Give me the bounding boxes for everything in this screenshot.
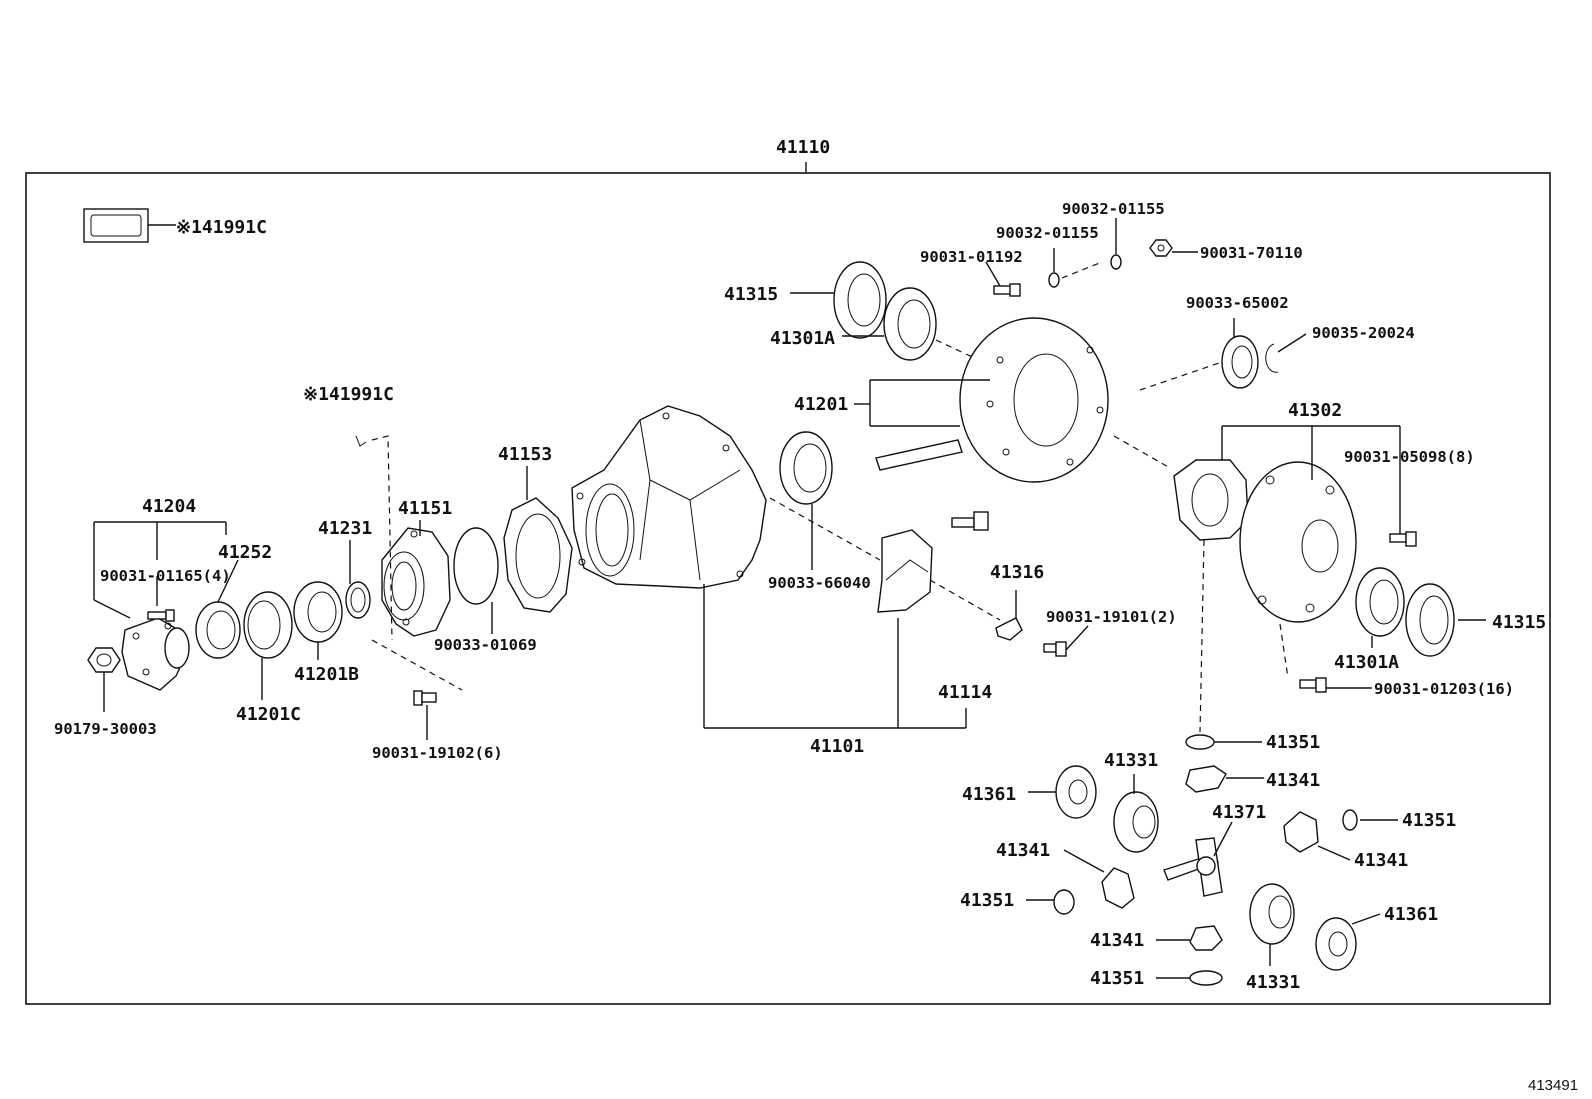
- label-41341-a[interactable]: 41341: [1266, 770, 1320, 791]
- label-41341-d[interactable]: 41341: [1090, 930, 1144, 951]
- part-41315-adjusting-nut-right[interactable]: [1405, 583, 1486, 657]
- label-41153[interactable]: 41153: [498, 444, 552, 465]
- label-90033-65002[interactable]: 90033-65002: [1186, 294, 1289, 312]
- part-41351-thrust-washer-d[interactable]: [1156, 970, 1223, 986]
- assembly-frame: 41110: [25, 137, 1551, 1005]
- part-41361-thrust-washer-left[interactable]: [1028, 765, 1097, 819]
- part-41991c-marker[interactable]: [355, 435, 393, 641]
- part-41351-thrust-washer-c[interactable]: [1026, 889, 1075, 915]
- label-41252[interactable]: 41252: [218, 542, 272, 563]
- part-90179-30003-nut[interactable]: [87, 647, 121, 712]
- label-90031-01165[interactable]: 90031-01165(4): [100, 567, 231, 585]
- label-90031-01192[interactable]: 90031-01192: [920, 248, 1023, 266]
- label-90031-70110[interactable]: 90031-70110: [1200, 244, 1303, 262]
- part-41351-thrust-washer-b[interactable]: [1342, 809, 1398, 831]
- part-41331-side-gear-right[interactable]: [1249, 883, 1295, 966]
- dash-case-to-gears: [1199, 539, 1205, 733]
- part-41252-seal[interactable]: [195, 601, 241, 659]
- part-90032-01155-washer-b[interactable]: [1110, 218, 1122, 270]
- label-90035-20024[interactable]: 90035-20024: [1312, 324, 1415, 342]
- part-41301a-bearing-top[interactable]: [842, 287, 1001, 371]
- label-41101[interactable]: 41101: [810, 736, 864, 757]
- part-41331-side-gear-left[interactable]: [1113, 774, 1159, 853]
- part-41201-ring-gear-and-pinion[interactable]: [875, 317, 1109, 483]
- label-41991c-mid[interactable]: ※141991C: [303, 384, 394, 405]
- label-41341-c[interactable]: 41341: [996, 840, 1050, 861]
- part-41153-gasket[interactable]: [503, 466, 573, 613]
- label-41371[interactable]: 41371: [1212, 802, 1266, 823]
- label-90031-05098[interactable]: 90031-05098(8): [1344, 448, 1475, 466]
- part-90031-70110-nut[interactable]: [1149, 239, 1198, 257]
- label-41361-b[interactable]: 41361: [1384, 904, 1438, 925]
- bracket-41201: [854, 379, 990, 427]
- label-90179-30003[interactable]: 90179-30003: [54, 720, 157, 738]
- label-90031-19102[interactable]: 90031-19102(6): [372, 744, 503, 762]
- label-90031-01203[interactable]: 90031-01203(16): [1374, 680, 1514, 698]
- label-41331-b[interactable]: 41331: [1246, 972, 1300, 993]
- label-41361-a[interactable]: 41361: [962, 784, 1016, 805]
- part-41341-pinion-gear-d[interactable]: [1156, 925, 1223, 951]
- label-41204[interactable]: 41204: [142, 496, 196, 517]
- bracket-41204: [93, 521, 239, 619]
- part-41341-pinion-gear-b[interactable]: [1283, 811, 1351, 861]
- label-41301a-top[interactable]: 41301A: [770, 328, 835, 349]
- part-41315-adjusting-nut-top[interactable]: [790, 261, 887, 339]
- label-90033-66040[interactable]: 90033-66040: [768, 574, 871, 592]
- part-41341-pinion-gear-a[interactable]: [1185, 765, 1264, 793]
- label-41341-b[interactable]: 41341: [1354, 850, 1408, 871]
- part-41351-thrust-washer-a[interactable]: [1185, 734, 1262, 750]
- label-41991c-top[interactable]: ※141991C: [176, 217, 267, 238]
- label-41201[interactable]: 41201: [794, 394, 848, 415]
- label-41351-b[interactable]: 41351: [1402, 810, 1456, 831]
- label-41301a-right[interactable]: 41301A: [1334, 652, 1399, 673]
- label-41315-top[interactable]: 41315: [724, 284, 778, 305]
- label-41316[interactable]: 41316: [990, 562, 1044, 583]
- part-41991c-kit-icon[interactable]: [83, 208, 176, 243]
- part-90033-65002-bearing[interactable]: [1139, 318, 1259, 391]
- part-41114-bearing-cap[interactable]: [877, 511, 1001, 621]
- part-41231-spacer[interactable]: [345, 540, 371, 619]
- part-41204-companion-flange[interactable]: [121, 617, 190, 691]
- label-41151[interactable]: 41151: [398, 498, 452, 519]
- part-41151-bearing-retainer[interactable]: [381, 520, 451, 637]
- label-90032-01155-a[interactable]: 90032-01155: [996, 224, 1099, 242]
- label-41201c[interactable]: 41201C: [236, 704, 301, 725]
- label-41231[interactable]: 41231: [318, 518, 372, 539]
- label-41351-c[interactable]: 41351: [960, 890, 1014, 911]
- part-90031-01203-bolt[interactable]: [1279, 623, 1372, 693]
- part-90035-20024-snap-ring[interactable]: [1265, 333, 1307, 373]
- label-41302[interactable]: 41302: [1288, 400, 1342, 421]
- label-41331-a[interactable]: 41331: [1104, 750, 1158, 771]
- part-90031-19102-bolt[interactable]: [371, 639, 463, 740]
- label-41351-a[interactable]: 41351: [1266, 732, 1320, 753]
- part-41301a-bearing-right[interactable]: [1355, 567, 1405, 648]
- assembly-label[interactable]: 41110: [776, 137, 830, 158]
- label-41315-right[interactable]: 41315: [1492, 612, 1546, 633]
- part-41302-differential-case[interactable]: [1113, 435, 1357, 623]
- part-41201c-bearing[interactable]: [243, 591, 293, 700]
- part-90031-01192-bolt[interactable]: [985, 261, 1021, 297]
- part-90031-05098-bolt[interactable]: [1389, 531, 1417, 547]
- label-90031-19101[interactable]: 90031-19101(2): [1046, 608, 1177, 626]
- part-41201b-bearing[interactable]: [293, 581, 343, 660]
- label-90032-01155-b[interactable]: 90032-01155: [1062, 200, 1165, 218]
- part-41361-thrust-washer-right[interactable]: [1315, 913, 1381, 971]
- diagram-ref-code: 413491: [1528, 1077, 1578, 1094]
- bracket-41101: [703, 584, 967, 729]
- part-41371-pinion-shaft[interactable]: [1163, 821, 1233, 897]
- label-41201b[interactable]: 41201B: [294, 664, 359, 685]
- bracket-41302: [1221, 425, 1401, 540]
- part-90032-01155-washer-a[interactable]: [1048, 248, 1103, 288]
- part-90033-01069-o-ring[interactable]: [453, 527, 499, 634]
- label-41351-d[interactable]: 41351: [1090, 968, 1144, 989]
- part-90031-01165-bolt[interactable]: [147, 609, 175, 622]
- part-90033-66040-bearing[interactable]: [769, 431, 881, 570]
- part-41341-pinion-gear-c[interactable]: [1063, 849, 1135, 909]
- label-90033-01069[interactable]: 90033-01069: [434, 636, 537, 654]
- part-41316-lock-plate[interactable]: [995, 590, 1089, 657]
- part-41101-carrier-housing[interactable]: [571, 405, 767, 589]
- label-41114[interactable]: 41114: [938, 682, 992, 703]
